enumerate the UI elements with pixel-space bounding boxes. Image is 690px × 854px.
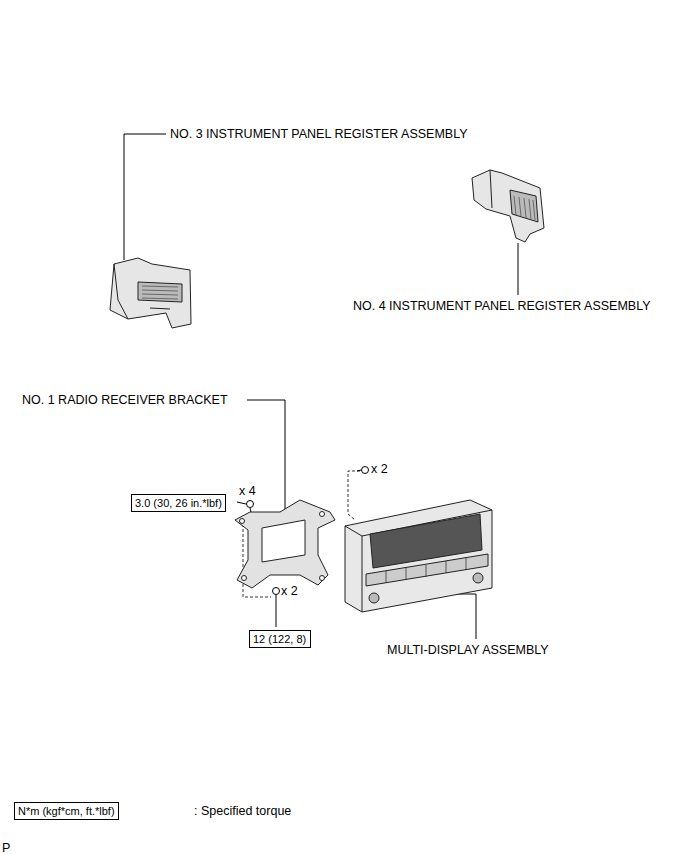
multi-display [345, 500, 492, 612]
legend-torque-box: N*m (kgf*cm, ft.*lbf) [14, 802, 119, 820]
part-name: NO. 3 INSTRUMENT PANEL REGISTER ASSEMBLY [170, 127, 468, 142]
torque-value: N*m (kgf*cm, ft.*lbf) [18, 805, 115, 817]
leader-line [276, 598, 277, 627]
leader-line [440, 594, 476, 639]
register-4 [472, 170, 544, 242]
part-name: MULTI-DISPLAY ASSEMBLY [387, 643, 549, 658]
part-name: NO. 1 RADIO RECEIVER BRACKET [22, 393, 228, 408]
torque-box: 3.0 (30, 26 in.*lbf) [131, 494, 226, 512]
register-3 [110, 258, 191, 328]
leader-line [518, 243, 519, 295]
part-name: NO. 4 INSTRUMENT PANEL REGISTER ASSEMBLY [353, 299, 651, 314]
quantity-label: x 4 [239, 484, 256, 499]
dashed-line [348, 471, 360, 520]
legend-text: : Specified torque [194, 804, 291, 819]
torque-value: 12 (122, 8) [253, 633, 306, 645]
leader-line [124, 134, 166, 260]
torque-box: 12 (122, 8) [249, 630, 311, 648]
page-mark: P [2, 841, 10, 854]
torque-value: 3.0 (30, 26 in.*lbf) [135, 497, 222, 509]
quantity-label: x 2 [371, 462, 388, 477]
screws [247, 467, 369, 599]
quantity-label: x 2 [281, 584, 298, 599]
leader-lines [124, 134, 518, 639]
leader-line [237, 502, 246, 504]
radio-bracket [235, 500, 335, 588]
